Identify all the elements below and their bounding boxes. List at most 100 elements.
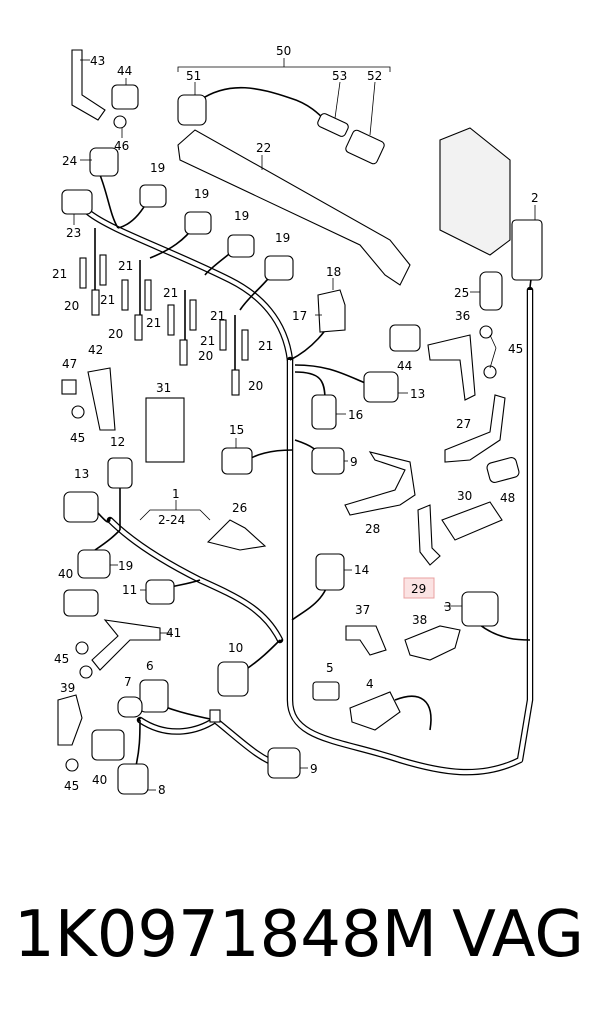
callout-47: 47: [62, 357, 77, 371]
callout-50: 50: [276, 44, 291, 58]
connector-19b: [184, 211, 212, 235]
callout-6: 6: [146, 659, 154, 673]
sleeve-21f: [189, 299, 197, 331]
callout-15: 15: [229, 423, 244, 437]
bracket-28: [344, 451, 416, 516]
junction-t: [209, 709, 221, 723]
plate-30: [441, 501, 503, 541]
sleeve-21h: [241, 329, 249, 361]
callout-41: 41: [166, 626, 181, 640]
connector-12: [107, 457, 133, 489]
connector-8: [117, 763, 149, 795]
connector-4: [349, 691, 401, 731]
sleeve-21e: [167, 304, 175, 336]
connector-2: [511, 219, 543, 281]
callout-44: 44: [117, 64, 132, 78]
connector-9a: [311, 447, 345, 475]
connector-19a: [139, 184, 167, 208]
sleeve-20b: [134, 314, 143, 341]
elbow-connector-17-18: [317, 289, 346, 333]
connector-10: [217, 661, 249, 697]
callout-20b: 20: [108, 327, 123, 341]
callout-27: 27: [456, 417, 471, 431]
brand-label: VAG: [452, 898, 584, 972]
callout-28: 28: [365, 522, 380, 536]
clip-38: [404, 625, 461, 661]
callout-39: 39: [60, 681, 75, 695]
connector-40a: [63, 589, 99, 617]
sleeve-21g: [219, 319, 227, 351]
callout-20c: 20: [198, 349, 213, 363]
callout-19b: 19: [194, 187, 209, 201]
callout-10: 10: [228, 641, 243, 655]
callout-45a: 45: [508, 342, 523, 356]
callout-25: 25: [454, 286, 469, 300]
bracket-41: [91, 619, 161, 671]
callout-23: 23: [66, 226, 81, 240]
footer: 1K0971848M VAG: [0, 895, 600, 995]
connector-19c: [227, 234, 255, 258]
sleeve-21b: [99, 254, 107, 286]
rail-bracket-22: [177, 129, 411, 286]
clip-37: [345, 625, 387, 656]
part-number: 1K0971848M: [14, 898, 437, 972]
connector-44b: [389, 324, 421, 352]
callout-52: 52: [367, 69, 382, 83]
nut-45a: [479, 325, 493, 339]
connector-13a: [363, 371, 399, 403]
nut-45b: [483, 365, 497, 379]
callout-31: 31: [156, 381, 171, 395]
bracket-43: [71, 49, 106, 121]
callout-2-24: 2-24: [158, 513, 185, 527]
callout-29: 29: [411, 582, 426, 596]
nut-45e: [79, 665, 93, 679]
callout-40b: 40: [92, 773, 107, 787]
callout-5: 5: [326, 661, 334, 675]
callout-3: 3: [444, 600, 452, 614]
callout-22: 22: [256, 141, 271, 155]
bracket-26: [206, 519, 267, 551]
callout-36: 36: [455, 309, 470, 323]
bracket-39: [57, 694, 83, 746]
wiring-harness-diagram: 43 44 46 24 23 50 51 53 52 22 19 19 19 1…: [52, 44, 543, 797]
callout-21a: 21: [52, 267, 67, 281]
callout-19e: 19: [118, 559, 133, 573]
callout-53: 53: [332, 69, 347, 83]
callout-14: 14: [354, 563, 369, 577]
callout-21f: 21: [210, 309, 225, 323]
callout-48: 48: [500, 491, 515, 505]
callout-9b: 9: [310, 762, 318, 776]
sleeve-20a: [91, 289, 100, 316]
callout-30: 30: [457, 489, 472, 503]
callout-19a: 19: [150, 161, 165, 175]
callout-24: 24: [62, 154, 77, 168]
callout-38: 38: [412, 613, 427, 627]
callout-8: 8: [158, 783, 166, 797]
callout-21c: 21: [100, 293, 115, 307]
callout-40a: 40: [58, 567, 73, 581]
connector-48: [486, 457, 520, 483]
sleeve-21a: [79, 257, 87, 289]
connector-19e: [77, 549, 111, 579]
callout-45b: 45: [70, 431, 85, 445]
connector-15: [221, 447, 253, 475]
callout-44b: 44: [397, 359, 412, 373]
callout-13b: 13: [74, 467, 89, 481]
callout-51: 51: [186, 69, 201, 83]
bracket-36: [427, 334, 476, 401]
callout-46: 46: [114, 139, 129, 153]
callout-17: 17: [292, 309, 307, 323]
callout-18: 18: [326, 265, 341, 279]
sleeve-21c: [121, 279, 129, 311]
callout-45c: 45: [54, 652, 69, 666]
components: [57, 49, 543, 795]
callout-20d: 20: [248, 379, 263, 393]
connector-40b: [91, 729, 125, 761]
nut-45c: [71, 405, 85, 419]
connector-13b: [63, 491, 99, 523]
plate-31: [145, 397, 185, 463]
callout-12: 12: [110, 435, 125, 449]
nut-46: [113, 115, 127, 129]
callout-11: 11: [122, 583, 137, 597]
bracket-42: [87, 367, 116, 431]
